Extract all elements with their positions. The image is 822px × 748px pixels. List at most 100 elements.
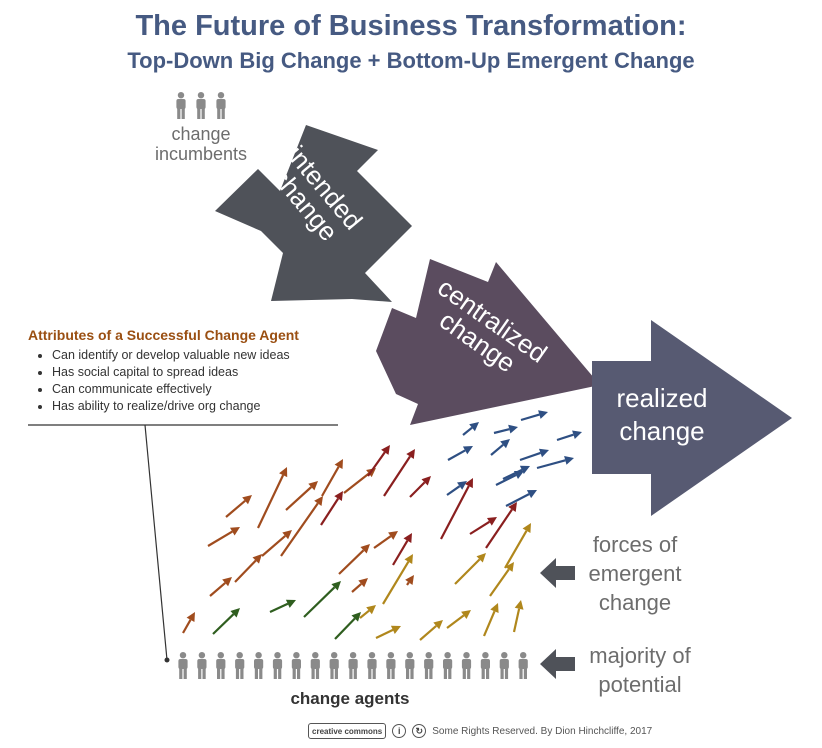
emergent-arrow-head: [314, 496, 323, 506]
emergent-arrow-head: [279, 467, 288, 478]
change-agent-person-icon: [235, 652, 245, 679]
emergent-arrow-shaft: [320, 498, 340, 526]
page-subtitle: Top-Down Big Change + Bottom-Up Emergent…: [127, 48, 695, 73]
emergent-arrow-head: [487, 517, 497, 526]
emergent-arrow-head: [457, 481, 467, 490]
emergent-arrow-shaft: [493, 428, 510, 435]
emergent-arrow-shaft: [519, 451, 541, 462]
emergent-arrow-shaft: [343, 472, 370, 494]
license-text: Some Rights Reserved. By Dion Hinchcliff…: [432, 725, 653, 737]
emergent-arrow-head: [538, 410, 548, 419]
change-agent-person-icon: [518, 652, 528, 679]
change-agent-person-icon: [424, 652, 434, 679]
change-agent-person-icon: [197, 652, 207, 679]
emergent-arrow-shaft: [207, 530, 233, 547]
emergent-arrow-head: [381, 445, 390, 455]
change-agent-person-icon: [254, 652, 264, 679]
emergent-arrow-head: [508, 424, 518, 434]
emergent-arrow-head: [433, 620, 443, 630]
majority-label: majority of potential: [589, 643, 691, 698]
attributes-panel: Attributes of a Successful Change Agent …: [28, 327, 348, 415]
change-agent-person-icon: [329, 652, 339, 679]
emergent-arrow-shaft: [367, 451, 386, 477]
emergent-arrow-head: [285, 599, 296, 608]
emergent-arrow-shaft: [261, 535, 286, 557]
emergent-arrow-shaft: [446, 614, 465, 629]
emergent-arrow-shaft: [406, 581, 410, 586]
emergent-arrow-shaft: [454, 558, 481, 585]
emergent-arrow-head: [334, 459, 343, 469]
emergent-arrow-head: [403, 533, 412, 543]
incumbent-person-icon: [216, 92, 226, 119]
emergent-arrow-shaft: [489, 568, 510, 597]
emergent-arrow-head: [500, 439, 510, 449]
emergent-arrow-head: [462, 446, 473, 455]
emergent-arrow-head: [564, 456, 574, 465]
emergent-arrow-shaft: [351, 583, 362, 593]
emergent-arrow-head: [514, 600, 524, 610]
emergent-arrow-shaft: [409, 481, 426, 498]
emergent-arrow-shaft: [225, 499, 246, 518]
emergent-arrow-shaft: [234, 559, 257, 583]
change-agent-person-icon: [461, 652, 472, 679]
emergent-arrow-head: [404, 554, 413, 564]
change-agent-person-icon: [216, 652, 226, 679]
change-agent-person-icon: [480, 652, 490, 679]
emergent-arrow-shaft: [209, 582, 226, 597]
change-agent-person-icon: [499, 652, 509, 679]
emergent-arrow-shaft: [495, 474, 517, 486]
emergent-arrow-head: [230, 608, 240, 618]
emergent-arrow-shaft: [373, 535, 392, 549]
change-agent-person-icon: [310, 652, 320, 679]
emergent-arrow-head: [476, 553, 486, 563]
emergent-arrow-shaft: [257, 474, 285, 529]
change-agent-person-icon: [443, 652, 453, 679]
emergent-arrow-shaft: [285, 486, 313, 511]
incumbent-person-icon: [176, 92, 186, 119]
emergent-arrow-shaft: [334, 617, 356, 640]
forces-pointer-arrow: [540, 558, 575, 588]
emergent-arrow-head: [230, 527, 240, 536]
attributes-list: Can identify or develop valuable new ide…: [28, 347, 348, 415]
page-title: The Future of Business Transformation:: [135, 10, 687, 42]
emergent-arrow-head: [405, 575, 414, 585]
change-agent-person-icon: [367, 652, 377, 679]
attribute-item: Has ability to realize/drive org change: [52, 398, 348, 415]
emergent-arrow-shaft: [383, 455, 411, 497]
emergent-arrow-head: [366, 605, 376, 615]
emergent-arrow-shaft: [419, 625, 437, 641]
emergent-arrow-shaft: [382, 561, 410, 605]
change-agent-person-icon: [272, 652, 283, 679]
emergent-arrow-head: [358, 578, 368, 588]
change-agents-label: change agents: [290, 689, 410, 708]
emergent-arrow-shaft: [504, 530, 528, 569]
emergent-arrow-head: [331, 581, 341, 591]
emergent-arrow-head: [242, 495, 252, 505]
incumbents-label: change incumbents: [154, 124, 248, 165]
emergent-arrow-head: [519, 465, 530, 474]
emergent-arrow-shaft: [462, 426, 473, 436]
emergent-arrow-shaft: [375, 628, 394, 639]
emergent-arrow-shaft: [359, 609, 370, 619]
emergent-arrow-head: [522, 523, 531, 533]
creative-commons-icon: creative commons: [308, 723, 387, 739]
attribute-item: Can identify or develop valuable new ide…: [52, 347, 348, 364]
attribute-item: Can communicate effectively: [52, 381, 348, 398]
forces-label: forces of emergent change: [588, 532, 682, 616]
emergent-arrow-shaft: [447, 449, 466, 461]
realized-change-arrow: [592, 320, 792, 516]
leader-line: [144, 424, 168, 661]
attributes-title: Attributes of a Successful Change Agent: [28, 327, 299, 343]
emergent-arrow-shaft: [280, 502, 319, 557]
emergent-arrow-head: [421, 476, 431, 486]
change-agent-person-icon: [178, 652, 188, 679]
emergent-arrow-shaft: [440, 485, 470, 540]
emergent-arrow-head: [351, 612, 361, 622]
emergent-arrow-shaft: [182, 619, 192, 634]
emergent-arrow-shaft: [338, 549, 365, 575]
license-footer: creative commons i ↻ Some Rights Reserve…: [308, 720, 652, 742]
emergent-arrow-shaft: [485, 508, 513, 549]
emergent-arrow-head: [308, 481, 318, 491]
emergent-arrow-head: [464, 478, 473, 489]
